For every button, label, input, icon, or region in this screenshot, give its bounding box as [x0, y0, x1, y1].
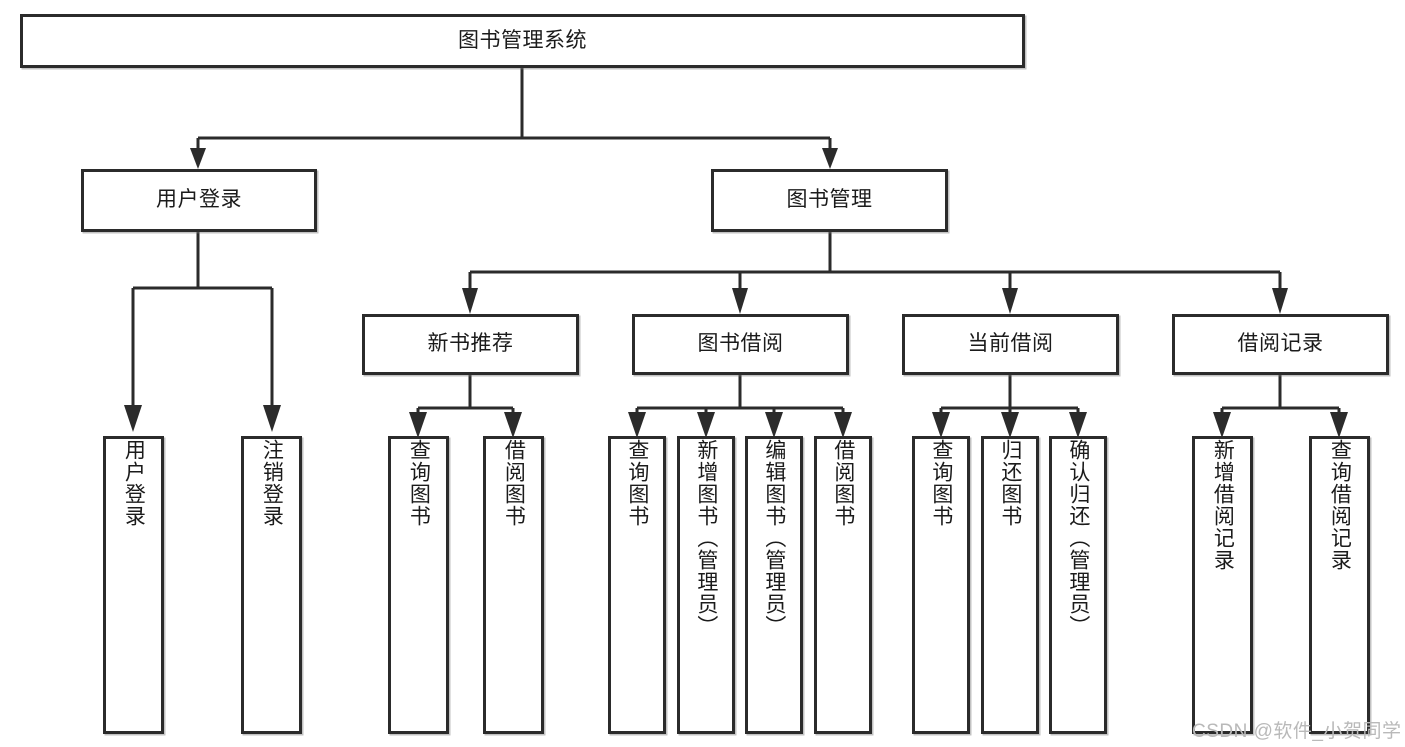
node-label: 注销登录 — [260, 439, 284, 527]
node-leaf-borrow-book-recommend[interactable]: 借阅图书 — [483, 436, 544, 734]
node-leaf-query-book-current[interactable]: 查询图书 — [912, 436, 970, 734]
csdn-watermark: CSDN @软件_小贺同学 — [1192, 721, 1402, 742]
node-current-borrow[interactable]: 当前借阅 — [902, 314, 1119, 375]
node-label: 查询借阅记录 — [1328, 439, 1352, 571]
node-label: 借阅图书 — [831, 439, 855, 527]
node-label: 当前借阅 — [967, 332, 1054, 356]
node-leaf-borrow-book[interactable]: 借阅图书 — [814, 436, 872, 734]
node-label: 查询图书 — [625, 439, 649, 527]
node-leaf-query-book-borrow[interactable]: 查询图书 — [608, 436, 666, 734]
node-user-login[interactable]: 用户登录 — [81, 169, 317, 232]
node-root-book-management-system[interactable]: 图书管理系统 — [20, 14, 1025, 68]
node-leaf-query-book-recommend[interactable]: 查询图书 — [388, 436, 449, 734]
node-label: 归还图书 — [998, 439, 1022, 527]
node-label: 确认归还（管理员） — [1066, 439, 1090, 637]
node-label: 查询图书 — [929, 439, 953, 527]
node-leaf-add-borrow-record[interactable]: 新增借阅记录 — [1192, 436, 1253, 734]
node-book-borrow[interactable]: 图书借阅 — [632, 314, 849, 375]
node-label: 用户登录 — [156, 188, 242, 212]
node-leaf-confirm-return-admin[interactable]: 确认归还（管理员） — [1049, 436, 1107, 734]
node-label: 用户登录 — [122, 439, 146, 527]
node-label: 借阅记录 — [1237, 332, 1324, 356]
node-label: 新增借阅记录 — [1211, 439, 1235, 571]
node-leaf-user-login[interactable]: 用户登录 — [103, 436, 164, 734]
node-label: 新书推荐 — [427, 332, 514, 356]
node-label: 新增图书（管理员） — [694, 439, 718, 637]
node-borrow-record[interactable]: 借阅记录 — [1172, 314, 1389, 375]
node-label: 图书借阅 — [697, 332, 784, 356]
node-label: 图书管理 — [786, 188, 873, 212]
node-new-book-recommend[interactable]: 新书推荐 — [362, 314, 579, 375]
node-leaf-logout[interactable]: 注销登录 — [241, 436, 302, 734]
node-leaf-query-borrow-record[interactable]: 查询借阅记录 — [1309, 436, 1370, 734]
node-leaf-edit-book-admin[interactable]: 编辑图书（管理员） — [745, 436, 803, 734]
node-book-management[interactable]: 图书管理 — [711, 169, 948, 232]
node-label: 借阅图书 — [502, 439, 526, 527]
node-label: 查询图书 — [407, 439, 431, 527]
node-leaf-return-book[interactable]: 归还图书 — [981, 436, 1039, 734]
node-leaf-add-book-admin[interactable]: 新增图书（管理员） — [677, 436, 735, 734]
node-label: 编辑图书（管理员） — [762, 439, 786, 637]
node-label: 图书管理系统 — [458, 28, 587, 52]
